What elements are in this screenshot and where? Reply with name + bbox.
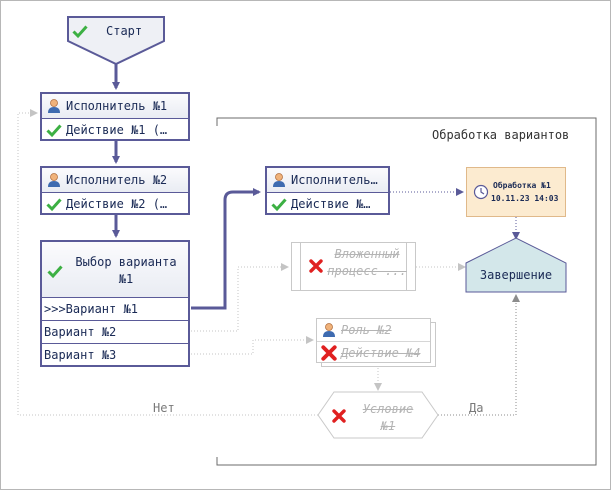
error-cross-icon — [332, 409, 346, 423]
error-cross-icon — [321, 344, 337, 361]
start-node[interactable]: Старт — [68, 17, 164, 45]
timer-datetime: 10.11.23 14:03 — [491, 194, 559, 203]
clock-icon — [473, 184, 489, 200]
user-icon — [273, 173, 285, 187]
edge-condition-yes — [438, 294, 520, 416]
choice-title-line1: Выбор варианта — [75, 255, 177, 269]
condition-line1: Условие — [362, 402, 414, 416]
timer-block[interactable]: Обработка №1 10.11.23 14:03 — [466, 167, 566, 217]
role-action-row: Действие №4 — [317, 341, 430, 363]
variant-label: >>>Вариант №1 — [44, 302, 138, 316]
task-block-2[interactable]: Исполнитель №2 Действие №2 (… — [40, 166, 190, 215]
role-block[interactable]: Роль №2 Действие №4 — [316, 318, 431, 363]
edge-variant3-to-role — [191, 336, 314, 355]
region-bracket — [216, 117, 597, 466]
edge-label-yes: Да — [469, 401, 484, 415]
condition-shape — [317, 391, 439, 439]
edge-variant2-to-nested — [191, 263, 289, 332]
action-row: Действие №2 (… — [42, 192, 188, 215]
timer-title: Обработка №1 — [493, 181, 551, 190]
nested-right-bar — [406, 243, 407, 290]
edge-variant1-to-block3 — [191, 188, 261, 310]
performer-label: Исполнитель №2 — [66, 173, 168, 187]
role-label: Роль №2 — [341, 323, 392, 337]
nested-line2: процесс ... — [327, 264, 407, 278]
choice-title-line2: №1 — [118, 272, 134, 286]
action-label: Действие №2 (… — [66, 197, 168, 211]
variant-option-2[interactable]: Вариант №2 — [42, 320, 188, 343]
choice-block[interactable]: Выбор варианта №1 >>>Вариант №1 Вариант … — [40, 240, 190, 367]
performer-label: Исполнитель… — [291, 173, 378, 187]
role-row: Роль №2 — [317, 319, 430, 341]
user-icon — [48, 99, 60, 113]
condition-line2: №1 — [380, 419, 396, 433]
nested-process-block[interactable]: Вложенный процесс ... — [291, 242, 416, 291]
start-shape — [67, 16, 165, 66]
task-block-3[interactable]: Исполнитель… Действие №… — [265, 166, 390, 215]
nested-line1: Вложенный — [334, 247, 400, 261]
performer-row: Исполнитель… — [267, 168, 388, 192]
check-icon — [46, 124, 62, 138]
action-row: Действие №… — [267, 192, 388, 215]
nested-left-bar — [300, 243, 301, 290]
variant-option-3[interactable]: Вариант №3 — [42, 343, 188, 365]
variant-label: Вариант №2 — [44, 325, 117, 339]
check-icon — [47, 265, 63, 279]
task-block-1[interactable]: Исполнитель №1 Действие №1 (… — [40, 92, 190, 141]
edge-condition-no-loop — [17, 109, 318, 416]
user-icon — [48, 173, 60, 187]
edge-label-no: Нет — [153, 401, 175, 415]
action-label: Действие №1 (… — [66, 123, 168, 137]
check-icon — [271, 198, 287, 212]
variant-label: Вариант №3 — [44, 347, 117, 362]
performer-row: Исполнитель №1 — [42, 94, 188, 118]
error-cross-icon — [309, 259, 323, 273]
check-icon — [72, 25, 88, 39]
start-label: Старт — [106, 24, 143, 38]
choice-header: Выбор варианта №1 — [42, 242, 188, 297]
variant-option-1[interactable]: >>>Вариант №1 — [42, 297, 188, 320]
check-icon — [46, 198, 62, 212]
action-label: Действие №… — [291, 197, 371, 211]
performer-row: Исполнитель №2 — [42, 168, 188, 192]
user-icon — [323, 323, 335, 337]
action-row: Действие №1 (… — [42, 118, 188, 141]
end-label[interactable]: Завершение — [479, 268, 553, 282]
performer-label: Исполнитель №1 — [66, 99, 168, 113]
role-action-label: Действие №4 — [341, 345, 421, 360]
region-label: Обработка вариантов — [432, 128, 570, 142]
end-shape — [465, 237, 567, 293]
